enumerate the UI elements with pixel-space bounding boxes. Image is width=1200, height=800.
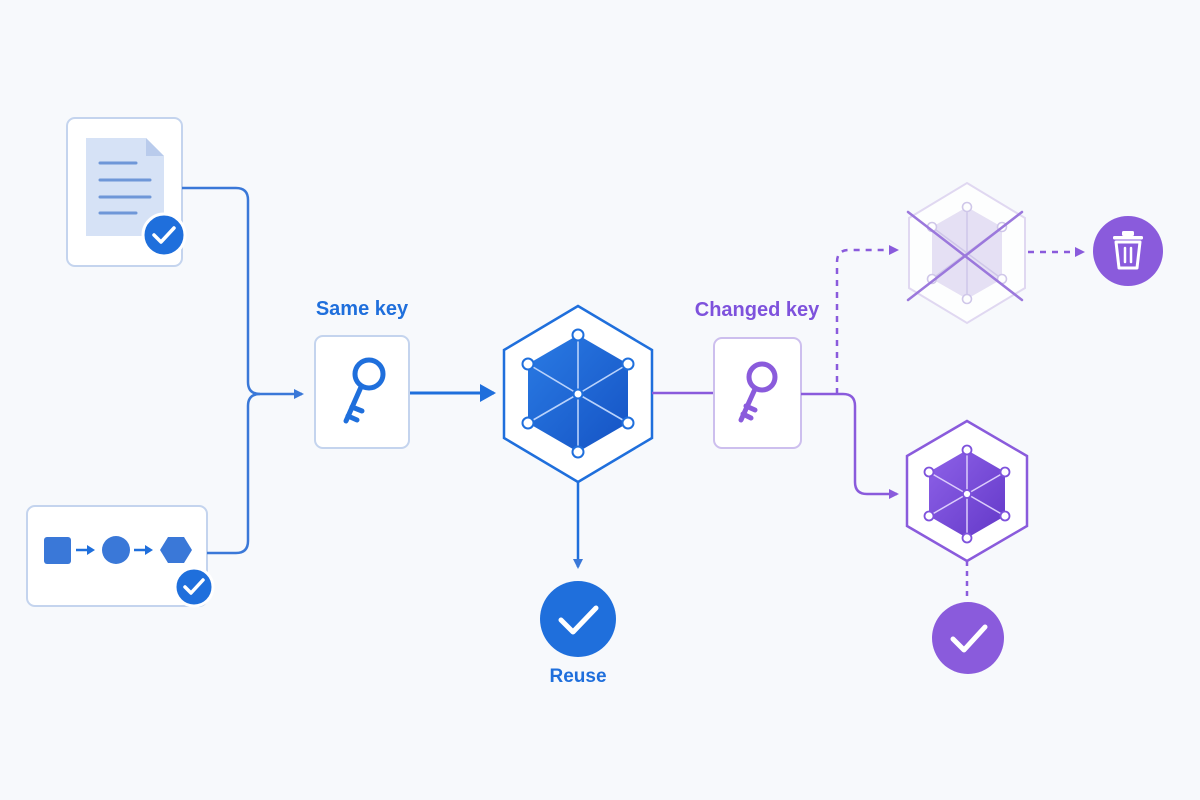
- cached-artifact-hexagon: [502, 304, 654, 484]
- cross-out-icon: [906, 210, 1024, 302]
- same-key-card: [314, 335, 410, 449]
- changed-key-label: Changed key: [695, 299, 820, 321]
- changed-key-connectors: [801, 245, 899, 499]
- key-icon: [343, 357, 386, 424]
- artifact-cube-icon: [923, 444, 1011, 544]
- artifact-cube-icon: [521, 328, 635, 459]
- check-badge-icon: [173, 566, 215, 608]
- pipeline-steps-icon: [44, 536, 192, 564]
- new-artifact-hexagon: [905, 419, 1029, 563]
- reuse-label: Reuse: [549, 666, 606, 687]
- input-connectors: [182, 186, 304, 555]
- new-artifact-check-icon: [932, 602, 1004, 674]
- trash-icon: [1093, 216, 1163, 286]
- check-badge-icon: [141, 212, 187, 258]
- pipeline-input-card: [26, 505, 215, 608]
- changed-key-card: [713, 337, 802, 449]
- key-icon: [738, 361, 778, 423]
- document-icon: [86, 138, 164, 236]
- document-input-card: [66, 117, 187, 267]
- reuse-check-icon: [540, 581, 616, 657]
- same-key-label: Same key: [316, 298, 409, 320]
